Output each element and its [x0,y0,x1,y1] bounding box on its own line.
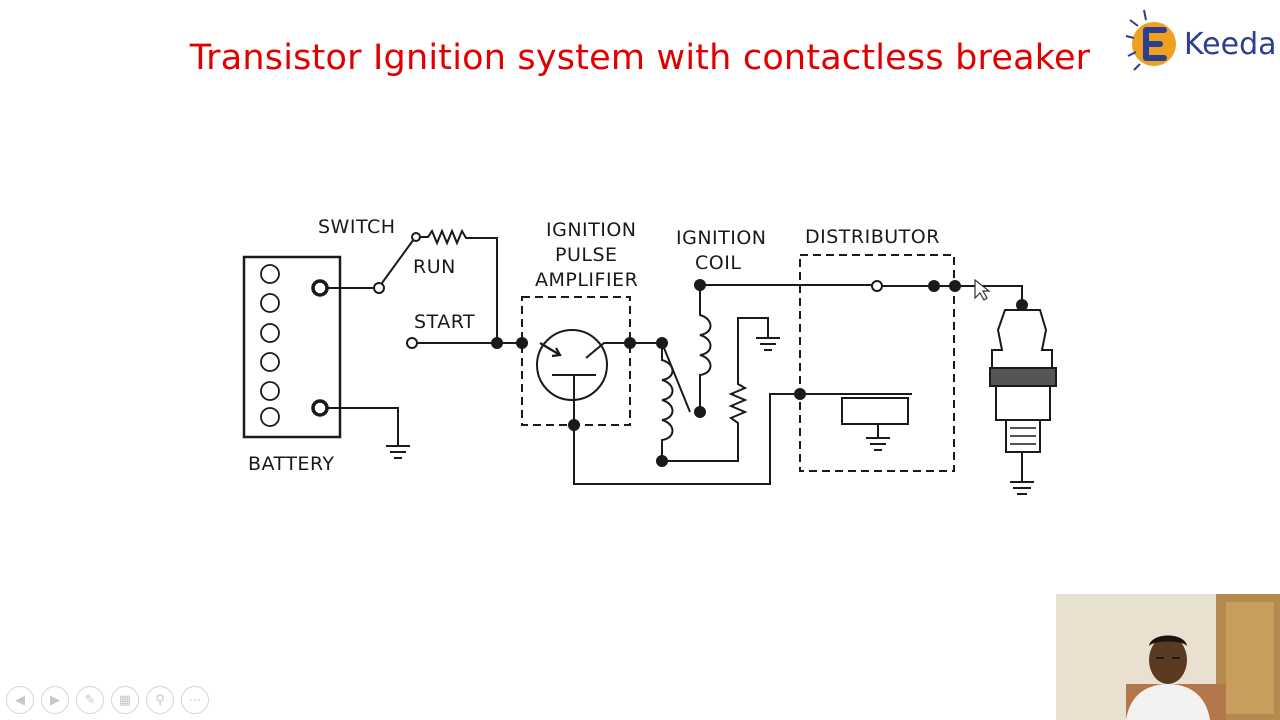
slide-toolbar: ◀ ▶ ✎ ▦ ⚲ ⋯ [6,686,209,716]
next-icon[interactable]: ▶ [41,686,69,714]
ignition-switch [327,228,522,349]
prev-icon[interactable]: ◀ [6,686,34,714]
zoom-icon[interactable]: ⚲ [146,686,174,714]
distributor-label: DISTRIBUTOR [805,226,940,248]
battery [242,255,342,439]
battery-label: BATTERY [248,453,335,475]
amplifier-label-line3: AMPLIFIER [535,269,638,291]
amplifier-label-line1: IGNITION [546,219,637,241]
run-label: RUN [413,256,456,278]
distributor [573,254,955,485]
slides-icon[interactable]: ▦ [111,686,139,714]
logo-text: Keeda [1184,27,1274,62]
pen-icon[interactable]: ✎ [76,686,104,714]
ekeeda-logo: Keeda [1125,9,1274,71]
webcam-video [1056,594,1280,720]
spark-plug [955,285,1057,495]
switch-label: SWITCH [318,216,396,238]
amplifier-label-line2: PULSE [555,244,618,266]
ignition-coil [630,279,780,467]
coil-label-line2: COIL [695,252,741,274]
cursor-icon [974,278,991,301]
start-label: START [414,311,475,333]
coil-label-line1: IGNITION [676,227,767,249]
ignition-pulse-amplifier [516,296,636,431]
more-icon[interactable]: ⋯ [181,686,209,714]
slide-title: Transistor Ignition system with contactl… [189,38,1091,78]
battery-ground [327,407,410,459]
